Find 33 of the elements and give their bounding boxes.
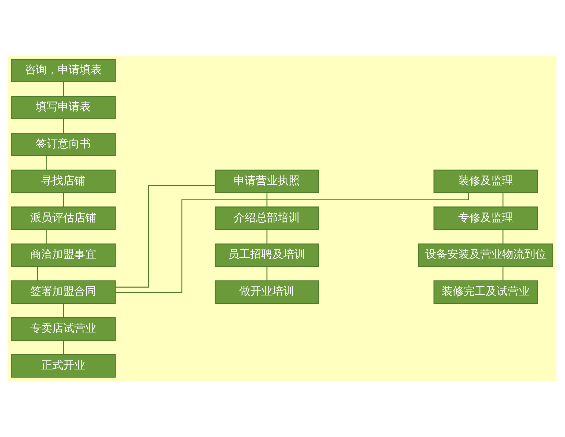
node-box: 申请营业执照 [214,170,320,194]
connector [502,266,504,282]
connector [502,192,504,208]
node-box: 签订意向书 [12,132,116,156]
connector [46,229,47,244]
node-box: 介绍总部培训 [214,206,320,230]
connector [46,156,47,171]
node-box: 设备安装及营业物流到位 [418,244,554,268]
node-box: 装修完工及试营业 [434,280,538,304]
node-box: 专卖店试营业 [12,318,116,341]
connector [63,303,64,318]
connector [266,192,268,208]
node-box: 签署加盟合同 [12,280,116,304]
node-box: 做开业培训 [214,280,320,304]
connector [115,192,470,294]
connector [63,118,64,134]
node-box: 咨询，申请填表 [12,59,116,83]
node-box: 员工招聘及培训 [214,244,320,268]
connector [37,266,38,282]
node-box: 专修及监理 [434,206,538,230]
connector [63,82,64,97]
connector [63,192,64,208]
node-box: 派员评估店铺 [12,206,116,230]
node-box: 装修及监理 [434,170,538,194]
node-box: 商洽加盟事宜 [12,244,116,268]
node-box: 寻找店铺 [12,170,116,194]
connector [63,340,64,356]
connector [266,266,268,282]
node-box: 正式开业 [12,354,116,378]
connector [266,229,268,244]
connector [115,185,216,288]
node-box: 填写申请表 [12,96,116,120]
connector [502,229,504,244]
